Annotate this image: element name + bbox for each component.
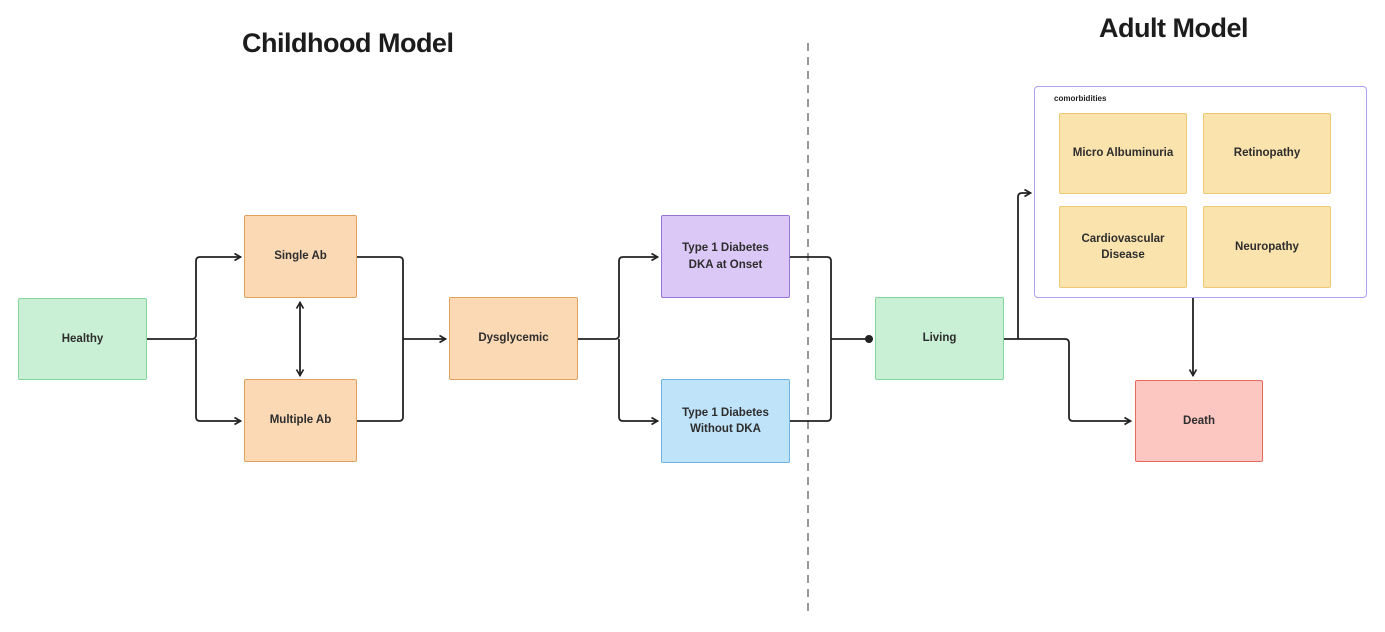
node-t1d-without-dka: Type 1 Diabetes Without DKA [661,379,790,463]
node-dysglycemic-label: Dysglycemic [478,332,549,345]
node-living: Living [875,297,1004,380]
edge-ab-merge-bracket [357,256,404,422]
node-healthy-label: Healthy [61,332,104,345]
node-neuropathy-label: Neuropathy [1235,240,1299,253]
node-retinopathy: Retinopathy [1203,113,1331,194]
edge-t1d-merge-bracket [790,256,832,422]
node-multiple-ab-label: Multiple Ab [269,414,332,427]
node-dysglycemic: Dysglycemic [449,297,578,380]
childhood-model-title: Childhood Model [242,28,454,58]
node-t1d-without-dka-label-line2: Without DKA [690,423,761,435]
node-neuropathy: Neuropathy [1203,206,1331,288]
adult-model-title: Adult Model [1099,13,1248,43]
node-micro-albuminuria-label: Micro Albuminuria [1072,147,1174,160]
edge-dysglycemic-to-dka [578,252,660,340]
node-cardiovascular-disease: Cardiovascular Disease [1059,206,1187,288]
node-living-label: Living [922,332,957,345]
node-t1d-dka-label-line2: DKA at Onset [688,258,763,271]
node-multiple-ab: Multiple Ab [244,379,357,462]
node-single-ab-label: Single Ab [274,250,327,263]
comorbidities-group-title: comorbidities [1054,94,1107,103]
node-cardiovascular-disease-label: Cardiovascular Disease [1081,232,1165,261]
node-death: Death [1135,380,1263,462]
node-healthy: Healthy [18,298,147,380]
comorbidities-group: comorbidities Micro Albuminuria Retinopa… [1034,86,1367,298]
node-t1d-dka-label-line1: Type 1 Diabetes [682,242,769,255]
edge-healthy-to-single-ab [147,252,243,340]
node-t1d-dka-at-onset: Type 1 Diabetes DKA at Onset [661,215,790,298]
edge-dysglycemic-to-without-dka [618,339,660,426]
edge-living-to-comorbidities [1017,188,1033,339]
node-retinopathy-label: Retinopathy [1233,147,1301,160]
edge-living-junction-dot [865,335,873,343]
node-t1d-without-dka-label-line1: Type 1 Diabetes [682,406,769,419]
edge-healthy-to-multiple-ab [195,339,243,426]
node-single-ab: Single Ab [244,215,357,298]
node-micro-albuminuria: Micro Albuminuria [1059,113,1187,194]
edge-living-to-death [1004,338,1133,426]
node-death-label: Death [1183,414,1215,427]
